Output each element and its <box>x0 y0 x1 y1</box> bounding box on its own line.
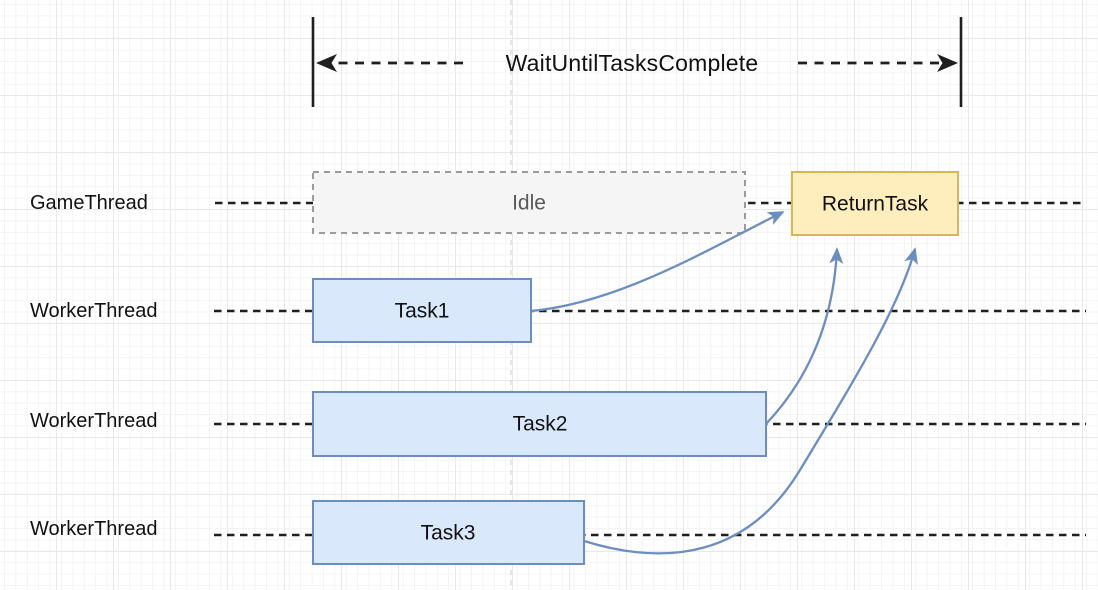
task3-box <box>312 500 585 565</box>
return-task-node: ReturnTask <box>791 171 959 236</box>
wait-bracket: WaitUntilTasksComplete <box>311 17 963 107</box>
task2-box <box>312 391 767 457</box>
bracket-label: WaitUntilTasksComplete <box>506 50 759 76</box>
task1-label: Task1 <box>395 300 450 323</box>
return-task-label: ReturnTask <box>822 193 929 216</box>
arrow-task2-to-returntask <box>765 249 837 425</box>
arrow-task1-to-returntask <box>530 210 783 313</box>
lane-label-workerthread-3: WorkerThread <box>30 518 157 540</box>
lane-label-workerthread-2: WorkerThread <box>30 410 157 432</box>
lane-label-gamethread: GameThread <box>30 192 148 214</box>
return-task-box <box>791 171 959 236</box>
task2-node: Task2 <box>312 391 767 457</box>
task3-node: Task3 <box>312 500 585 565</box>
idle-label: Idle <box>512 192 546 215</box>
bracket-arrowhead-right-icon <box>937 54 958 72</box>
task1-node: Task1 <box>312 278 532 343</box>
idle-node: Idle <box>312 171 746 234</box>
bracket-arrowhead-left-icon <box>316 54 337 72</box>
lane-label-workerthread-1: WorkerThread <box>30 300 157 322</box>
idle-box <box>312 171 746 234</box>
task3-label: Task3 <box>421 522 476 545</box>
task1-box <box>312 278 532 343</box>
arrow-task3-to-returntask <box>583 249 915 555</box>
task2-label: Task2 <box>513 413 568 436</box>
